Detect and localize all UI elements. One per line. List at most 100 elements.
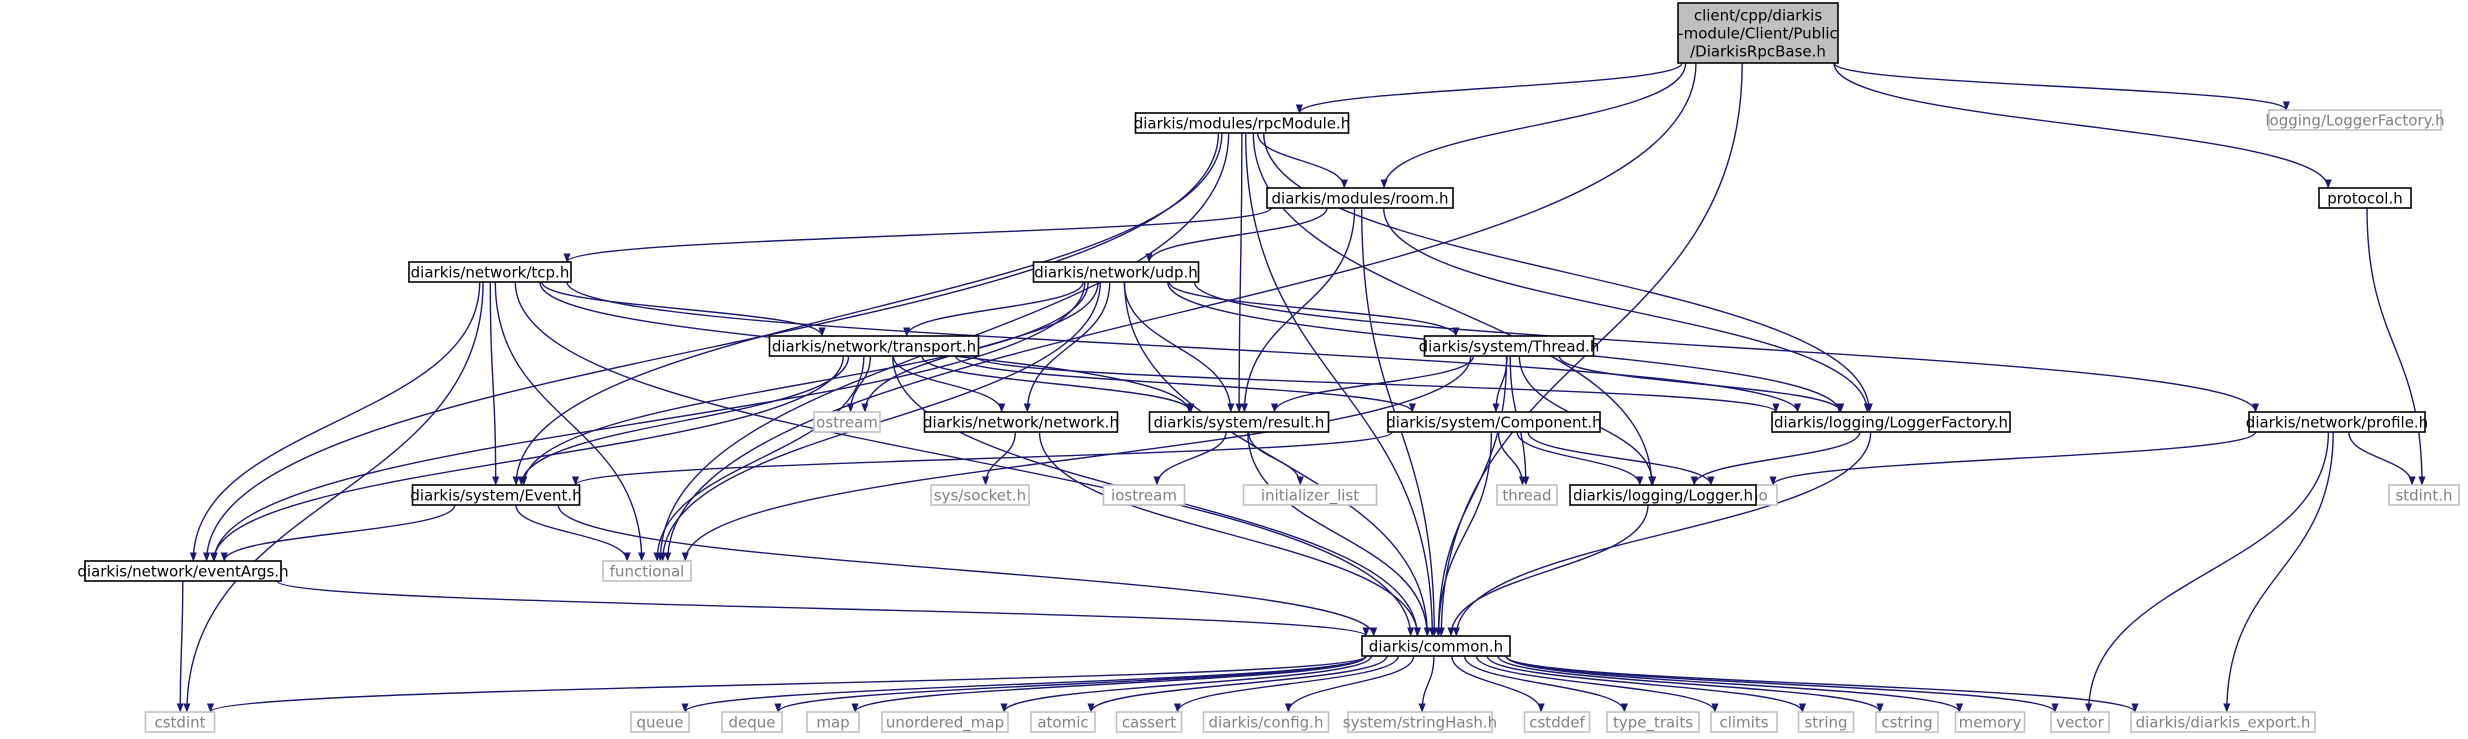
node-label: cassert bbox=[1122, 714, 1176, 732]
edge-common-to-memory bbox=[1505, 655, 1963, 713]
node-label: diarkis/modules/rpcModule.h bbox=[1134, 115, 1351, 133]
dependency-edge bbox=[2348, 431, 2416, 486]
dependency-edge bbox=[563, 207, 1272, 263]
node-diarkis-modules-room-h[interactable]: diarkis/modules/room.h bbox=[1266, 187, 1454, 209]
node-label: string bbox=[1804, 714, 1847, 732]
node-box bbox=[2318, 187, 2412, 209]
dependency-edge bbox=[1463, 655, 1628, 713]
edge-room-to-tcp bbox=[563, 207, 1272, 263]
node-diarkis-system-result-h[interactable]: diarkis/system/result.h bbox=[1148, 411, 1330, 433]
edge-common-to-vector bbox=[1505, 655, 2059, 713]
node-box bbox=[1954, 711, 2026, 733]
dependency-edge bbox=[903, 281, 1084, 337]
node-box bbox=[806, 711, 860, 733]
node-label: vector bbox=[2056, 714, 2104, 732]
dependency-edge bbox=[1270, 355, 1475, 413]
dependency-edge bbox=[557, 504, 1378, 637]
dependency-edge bbox=[183, 281, 484, 713]
node-sys-socket-h: sys/socket.h bbox=[930, 484, 1030, 506]
dependency-edge bbox=[1447, 504, 1649, 637]
edge-transport-to-network bbox=[892, 355, 1006, 413]
node-label: unordered_map bbox=[886, 714, 1004, 733]
node-iostream: iostream bbox=[1102, 484, 1186, 506]
edge-root-to-loggingLF bbox=[1833, 62, 2290, 111]
node-diarkis-system-thread-h[interactable]: diarkis/system/Thread.h bbox=[1419, 335, 1600, 357]
node-box bbox=[1030, 711, 1096, 733]
node-label: memory bbox=[1959, 714, 2022, 732]
edge-profile-to-stdint bbox=[2348, 431, 2416, 486]
edge-root-to-rpcModule bbox=[1295, 62, 1683, 114]
edge-udp-to-result bbox=[1123, 281, 1235, 413]
edge-common-to-deque bbox=[774, 655, 1367, 713]
node-label: client/cpp/diarkis bbox=[1694, 7, 1822, 25]
dependency-edge bbox=[1247, 431, 1431, 637]
dependency-edge bbox=[1833, 62, 2290, 111]
node-label: thread bbox=[1502, 487, 1551, 505]
dependency-edge bbox=[1173, 655, 1399, 713]
node-label: type_traits bbox=[1613, 714, 1693, 733]
edge-tcp-to-eventArgs bbox=[189, 281, 481, 562]
edge-rpcModule-to-loggerFactory bbox=[1263, 132, 1873, 413]
node-diarkis-network-tcp-h[interactable]: diarkis/network/tcp.h bbox=[408, 261, 572, 283]
node-diarkis-logging-logger-h[interactable]: diarkis/logging/Logger.h bbox=[1569, 484, 1757, 506]
node-box bbox=[630, 711, 690, 733]
node-label: ostream bbox=[816, 414, 878, 432]
dependency-edge bbox=[847, 355, 872, 413]
edge-common-to-cstring bbox=[1497, 655, 1884, 713]
node-diarkis-network-udp-h[interactable]: diarkis/network/udp.h bbox=[1032, 261, 1200, 283]
edge-common-to-config bbox=[1284, 655, 1415, 713]
node-diarkis-system-event-h[interactable]: diarkis/system/Event.h bbox=[410, 484, 582, 506]
node-diarkis-network-network-h[interactable]: diarkis/network/network.h bbox=[923, 411, 1119, 433]
dependency-edge bbox=[1527, 431, 1715, 486]
node-label: diarkis/network/network.h bbox=[923, 414, 1119, 432]
edge-eventArgs-to-cstdint bbox=[176, 580, 184, 713]
edge-result-to-iostream bbox=[1153, 431, 1227, 486]
node-label: diarkis/network/udp.h bbox=[1034, 264, 1198, 282]
node-cstddef: cstddef bbox=[1523, 711, 1591, 733]
node-box bbox=[2388, 484, 2460, 506]
dependency-edge bbox=[1193, 281, 2260, 413]
node-box bbox=[1875, 711, 1939, 733]
node-label: sys/socket.h bbox=[934, 487, 1026, 505]
dependency-edge bbox=[659, 281, 1101, 562]
node-client-cpp-diarkis-module-client-public-diarkisrpcbase-h[interactable]: client/cpp/diarkis-module/Client/Public/… bbox=[1677, 2, 1839, 64]
edge-rpcModule-to-room bbox=[1257, 132, 1348, 189]
node-label: diarkis/modules/room.h bbox=[1272, 190, 1449, 208]
node-label: cstdint bbox=[154, 714, 205, 732]
node-box bbox=[1677, 2, 1839, 64]
dependency-edge bbox=[1505, 655, 2139, 713]
edge-common-to-queue bbox=[681, 655, 1367, 713]
node-string: string bbox=[1797, 711, 1855, 733]
node-diarkis-system-component-h[interactable]: diarkis/system/Component.h bbox=[1386, 411, 1602, 433]
dependency-edge bbox=[220, 504, 456, 562]
edge-common-to-stringHash bbox=[1418, 655, 1435, 713]
node-protocol-h[interactable]: protocol.h bbox=[2318, 187, 2412, 209]
node-diarkis-common-h[interactable]: diarkis/common.h bbox=[1361, 635, 1511, 657]
node-label: queue bbox=[637, 714, 684, 732]
edge-thread-to-functional bbox=[681, 355, 1472, 562]
node-label: diarkis/common.h bbox=[1369, 638, 1503, 656]
edge-common-to-export bbox=[1505, 655, 2139, 713]
node-diarkis-network-eventargs-h[interactable]: diarkis/network/eventArgs.h bbox=[77, 560, 289, 582]
edge-room-to-result bbox=[1240, 207, 1356, 413]
edge-common-to-typetraits bbox=[1463, 655, 1628, 713]
edge-room-to-udp bbox=[1145, 207, 1328, 263]
edge-room-to-loggerFactory bbox=[1383, 207, 1871, 413]
dependency-edge bbox=[1245, 132, 1436, 637]
edge-result-to-common bbox=[1247, 431, 1431, 637]
node-diarkis-network-transport-h[interactable]: diarkis/network/transport.h bbox=[768, 335, 980, 357]
node-label: atomic bbox=[1037, 714, 1088, 732]
node-diarkis-network-profile-h[interactable]: diarkis/network/profile.h bbox=[2246, 411, 2428, 433]
dependency-edge bbox=[176, 580, 184, 713]
node-diarkis-logging-loggerfactory-h[interactable]: diarkis/logging/LoggerFactory.h bbox=[1771, 411, 2011, 433]
edge-thread-to-result bbox=[1270, 355, 1475, 413]
dependency-edge bbox=[1435, 431, 1493, 637]
dependency-edge bbox=[1380, 62, 1687, 189]
edge-common-to-climits bbox=[1475, 655, 1719, 713]
edge-logger-to-common bbox=[1447, 504, 1649, 637]
node-label: diarkis/network/profile.h bbox=[2246, 414, 2428, 432]
node-stdint-h: stdint.h bbox=[2388, 484, 2460, 506]
node-diarkis-modules-rpcmodule-h[interactable]: diarkis/modules/rpcModule.h bbox=[1134, 112, 1351, 134]
node-box bbox=[1606, 711, 1700, 733]
dependency-edge bbox=[1248, 431, 1304, 486]
